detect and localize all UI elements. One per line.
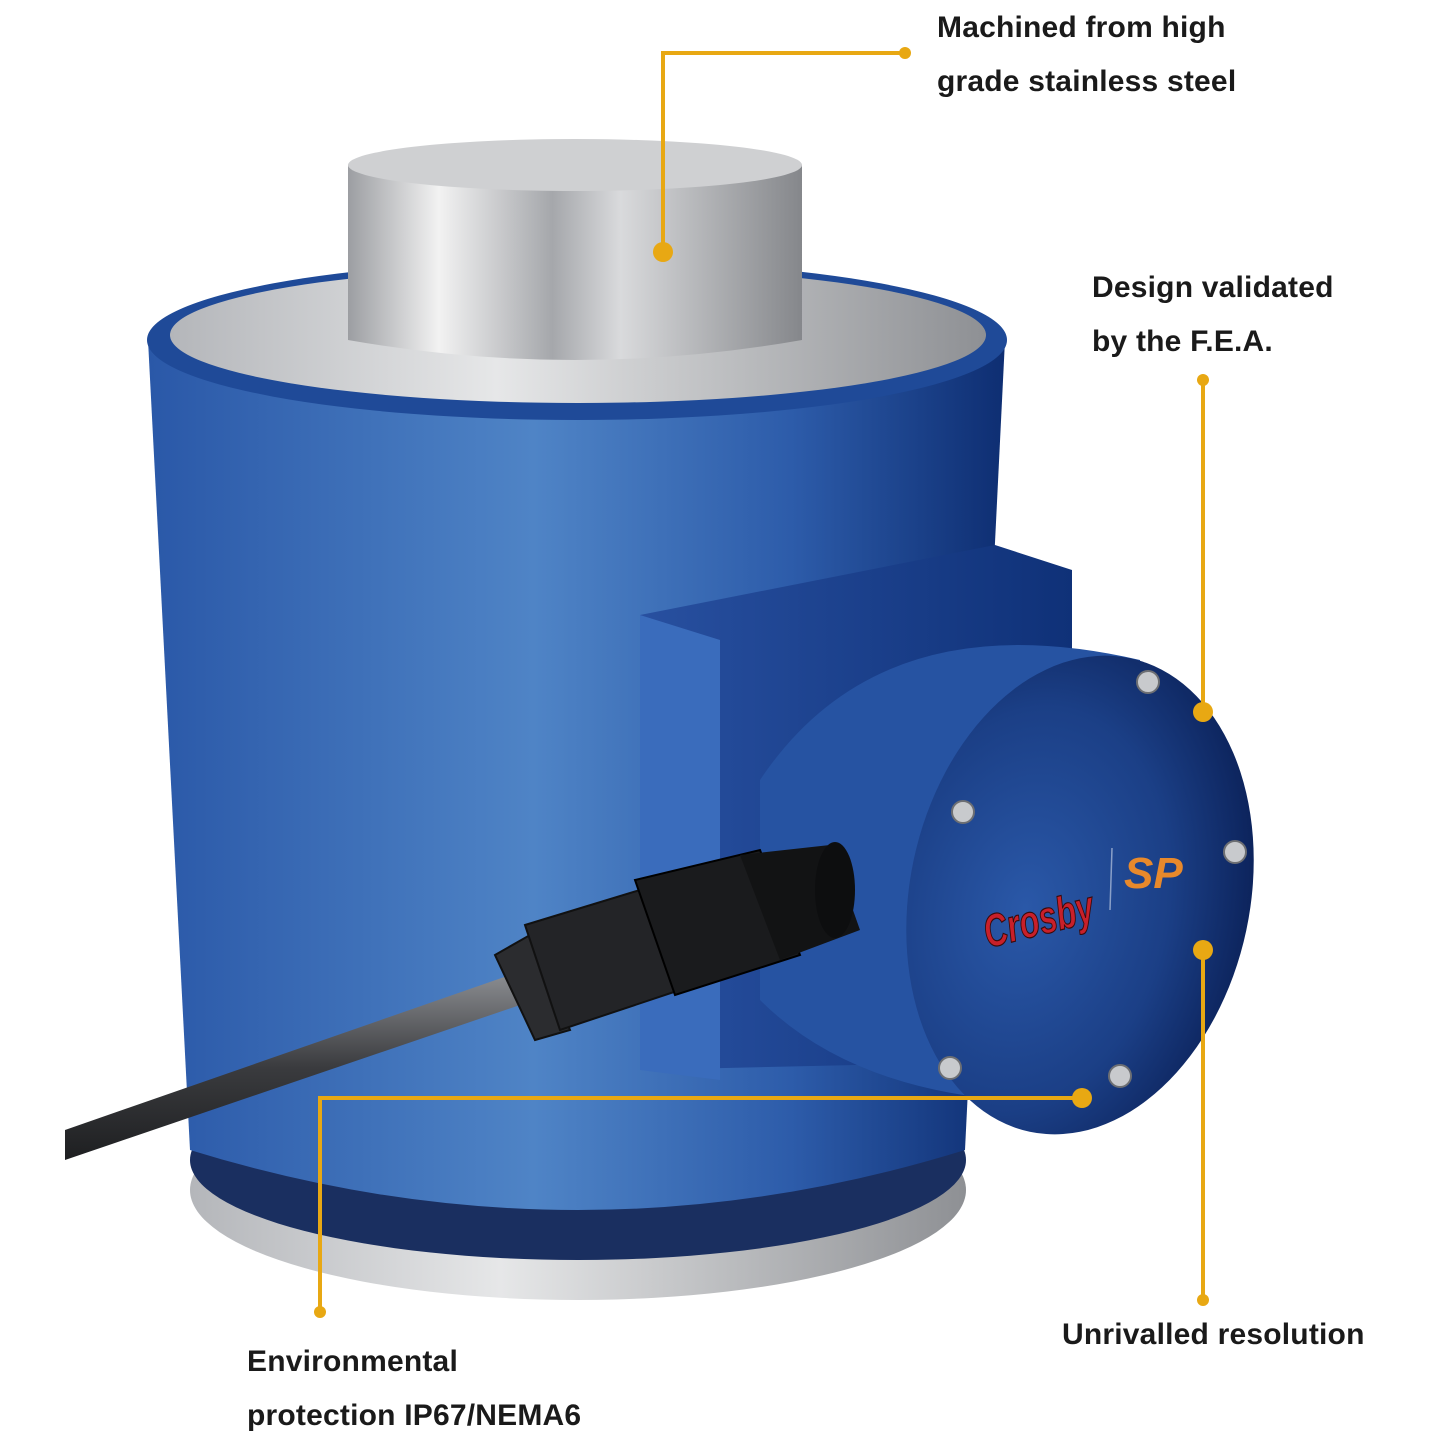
callout-dots <box>314 47 1213 1318</box>
callout-text: Design validated <box>1092 271 1334 304</box>
cover-bolts <box>938 670 1247 1088</box>
callout-text: grade stainless steel <box>937 65 1237 98</box>
callout-protection: Environmental protection IP67/NEMA6 <box>247 1335 581 1443</box>
callout-material: Machined from high grade stainless steel <box>937 1 1236 109</box>
callout-text: by the F.E.A. <box>1092 325 1273 358</box>
callout-resolution: Unrivalled resolution <box>1062 1308 1365 1362</box>
callout-lines <box>318 51 1205 1312</box>
callout-design: Design validated by the F.E.A. <box>1092 261 1334 369</box>
steel-cap <box>348 139 802 360</box>
cable-connector <box>65 842 860 1160</box>
callout-text: protection IP67/NEMA6 <box>247 1399 582 1432</box>
callout-text: Environmental <box>247 1345 458 1378</box>
logo-sub-brand: SP <box>1124 849 1183 898</box>
logo-divider <box>1109 847 1113 911</box>
callout-text: Machined from high <box>937 11 1226 44</box>
end-cover-disc: Crosby SP <box>906 655 1254 1135</box>
callout-text: Unrivalled resolution <box>1062 1318 1365 1351</box>
